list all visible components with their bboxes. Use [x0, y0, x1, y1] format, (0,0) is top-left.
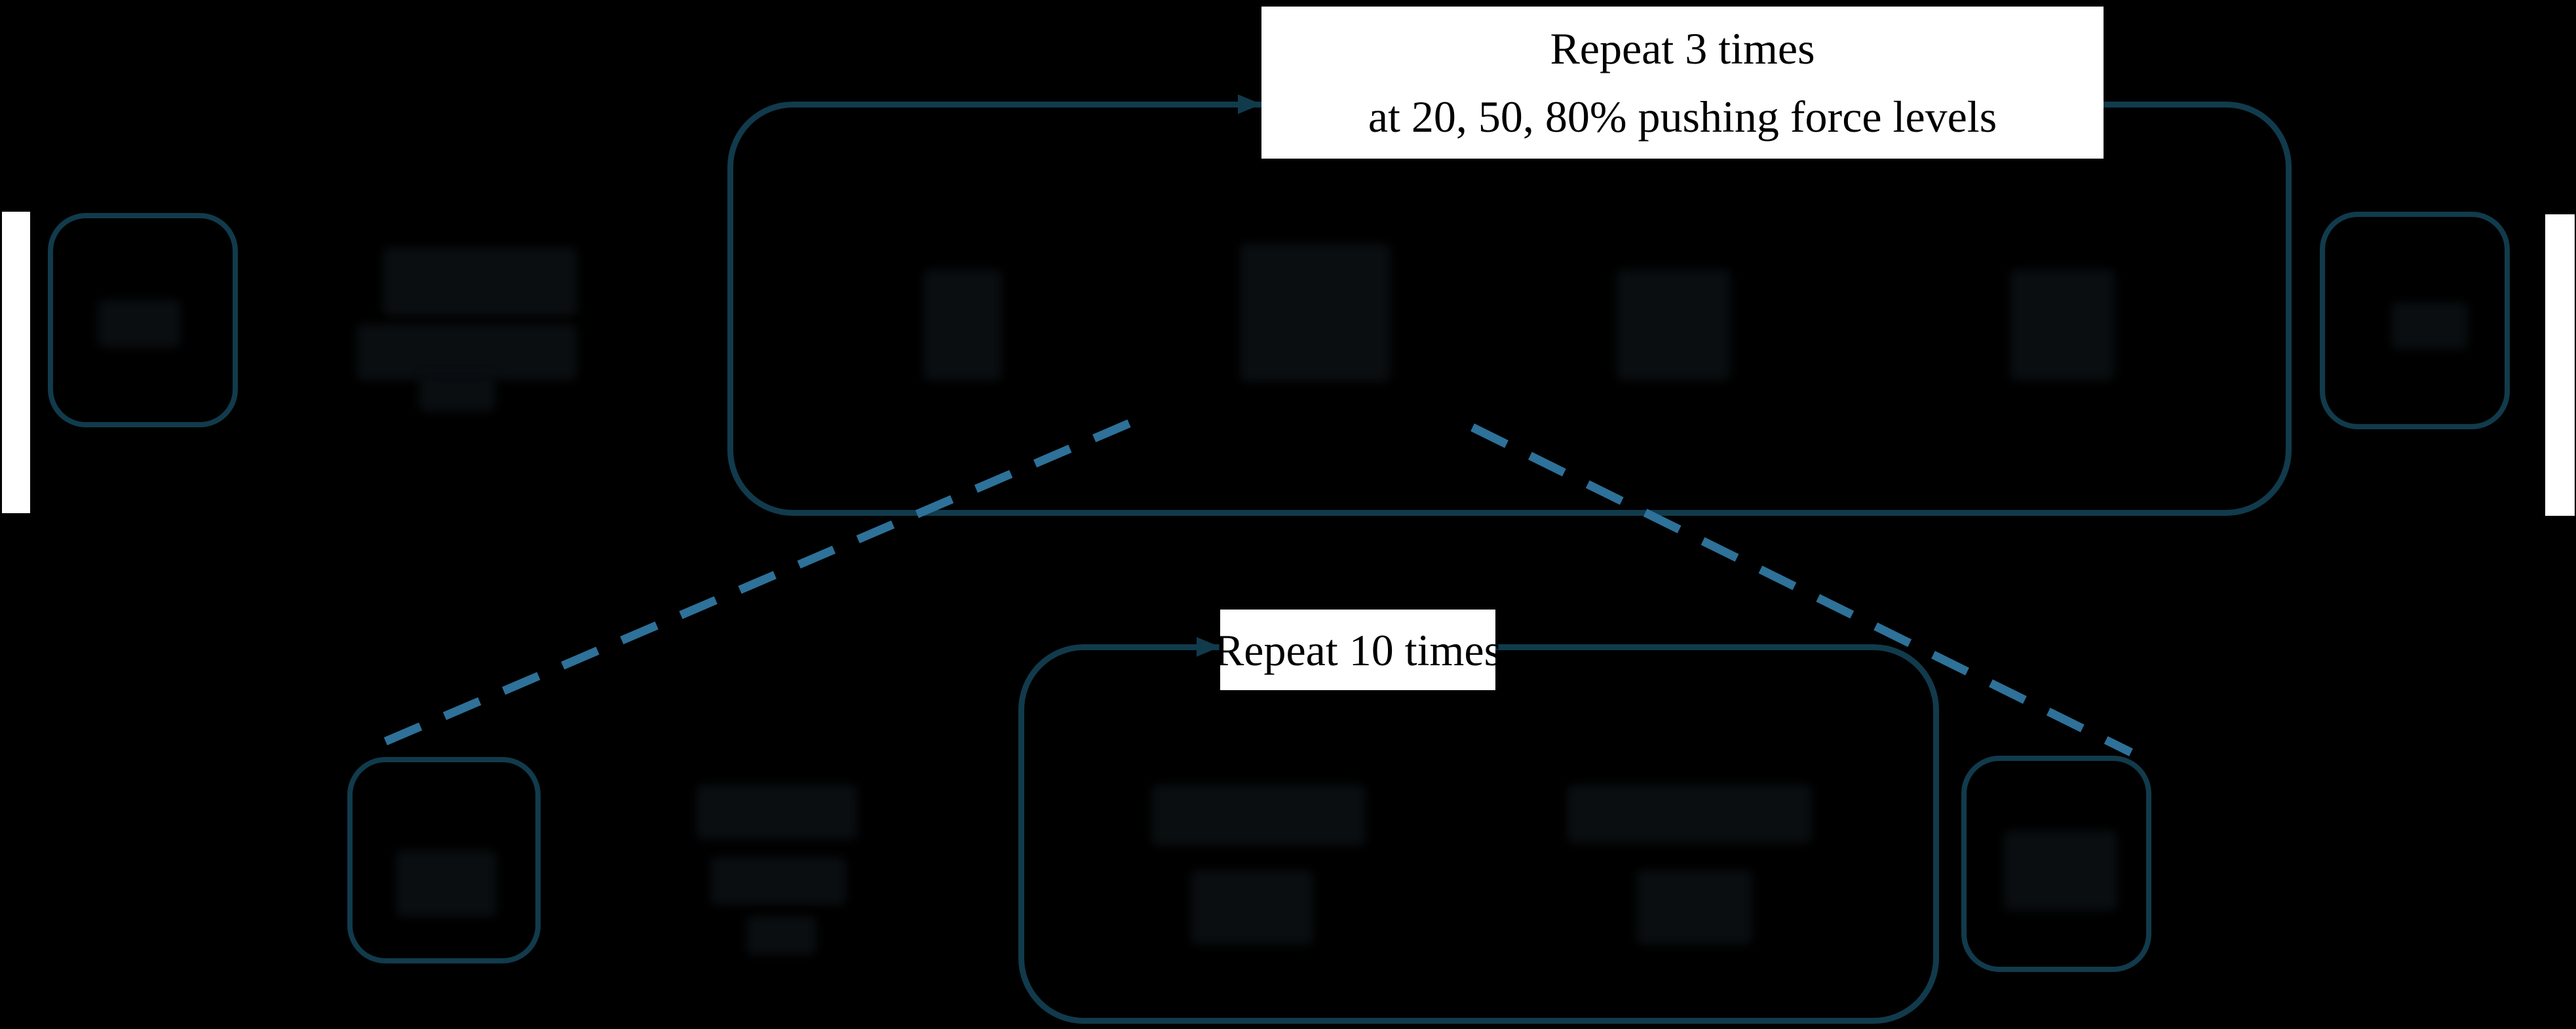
- ghost-text: [747, 916, 816, 954]
- end-terminal-bar: [2545, 214, 2575, 516]
- ghost-text: [2392, 303, 2467, 349]
- loop-arrowhead-top: [1238, 94, 1261, 114]
- loop-arrowhead-bottom: [1197, 637, 1220, 657]
- ghost-text: [98, 300, 180, 347]
- ghost-text: [419, 375, 495, 411]
- ghost-text: [1637, 870, 1752, 944]
- step-box-left: [48, 213, 238, 427]
- ghost-text: [711, 857, 845, 904]
- ghost-text: [1240, 244, 1390, 381]
- repeat-10-label-text: Repeat 10 times: [1214, 625, 1502, 675]
- ghost-text: [1152, 785, 1365, 845]
- ghost-text: [357, 324, 577, 380]
- ghost-text: [1567, 785, 1811, 843]
- ghost-text: [2010, 270, 2114, 380]
- ghost-text: [697, 785, 857, 839]
- ghost-text: [396, 851, 496, 916]
- ghost-text: [1191, 870, 1313, 944]
- start-terminal-bar: [2, 212, 30, 513]
- ghost-text: [924, 270, 1001, 380]
- sub-step-box-left: [347, 757, 541, 963]
- repeat-3-label-line1: Repeat 3 times: [1550, 24, 1815, 73]
- repeat-10-label: Repeat 10 times: [1214, 610, 1501, 690]
- sub-step-box-right: [1961, 756, 2151, 972]
- repeat-3-label: Repeat 3 times at 20, 50, 80% pushing fo…: [1261, 7, 2104, 159]
- ghost-text: [1617, 270, 1730, 380]
- step-box-right: [2320, 212, 2510, 429]
- ghost-text: [2004, 831, 2117, 910]
- repeat-3-label-line2: at 20, 50, 80% pushing force levels: [1368, 92, 1997, 142]
- ghost-text: [383, 248, 577, 317]
